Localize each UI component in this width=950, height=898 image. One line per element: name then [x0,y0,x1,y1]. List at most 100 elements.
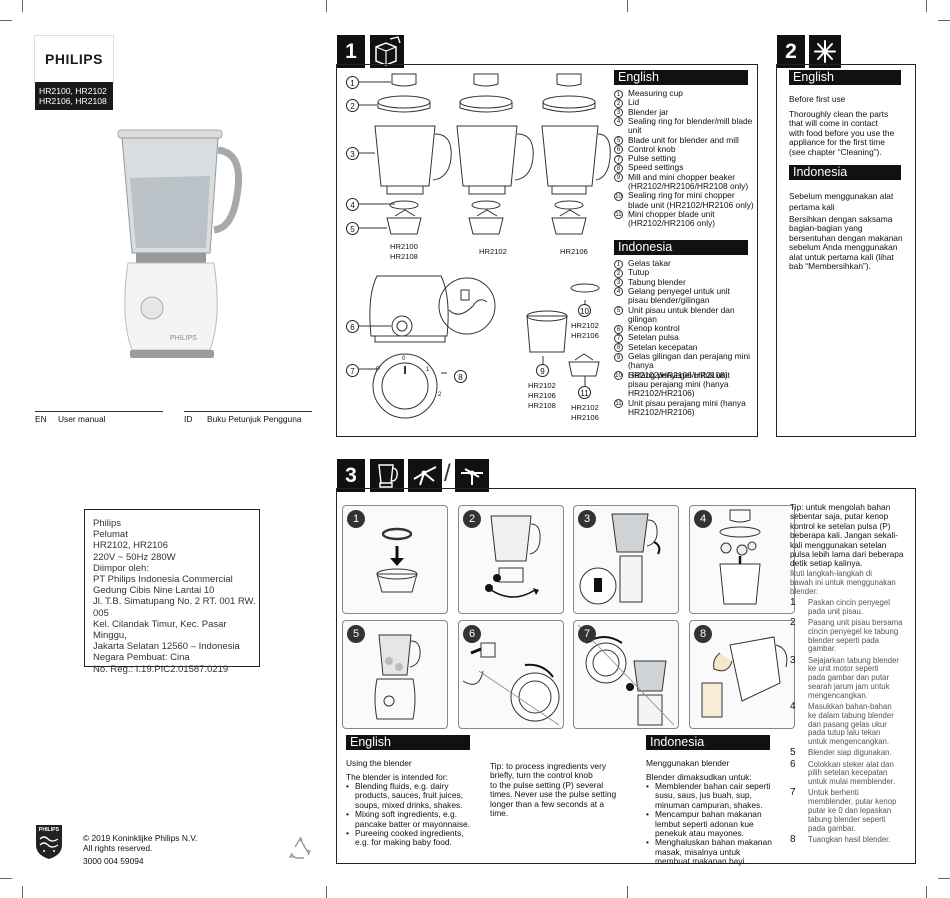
step-text: Colokkan steker alat dan [808,759,894,769]
step-panel-4: 4 [689,505,795,614]
model-line-1: HR2100, HR2102 [39,86,107,96]
list-item-text: Tabung blender [628,276,686,287]
list-item-text: Lid [628,97,640,108]
philips-shield-icon [36,825,62,859]
ready-blender-illustration [374,634,421,720]
step-text: ke unit motor seperti [808,664,879,674]
tip-line: detik setiap kalinya. [790,558,863,569]
step-panel-8: 8 [689,620,795,729]
tip-line: pulsa lebih lama dari beberapa [790,549,904,560]
list-number: 4 [614,117,623,127]
list-item-text: Pulse setting [628,153,676,164]
bullet-text: Menghaluskan bahan makanan [655,837,772,848]
list-item-text: (HR2102/HR2106 only) [628,218,716,229]
list-number: 11 [614,399,623,408]
body-line: sebelum Anda menggunakan [789,242,898,253]
bullet-text: pancake batter or mayonnaise. [355,818,470,829]
bullet-text: membuat makanan bayi. [655,856,747,867]
step-number: 3 [578,510,596,528]
list-number: 7 [614,333,623,343]
crop-mark [0,20,12,21]
bullet-text: minuman campuran, shakes. [655,799,763,810]
step-number: 7 [790,787,796,799]
model-label: HR2102 [479,247,507,256]
body-line: bab “Membersihkan”). [789,261,871,272]
model-label: HR2106 [571,413,599,422]
list-number: 11 [614,210,623,220]
importer-line: Jakarta Selatan 12560 – Indonesia [93,641,240,653]
bullet-text: susu, saus, jus buah, sup, [655,790,752,801]
step-number: 1 [790,597,796,608]
bullet-text: Blending fluids, e.g. dairy [355,781,449,791]
body-line: alat untuk pertama kali (lihat [789,251,894,262]
s3-indonesia-heading: Menggunakan blender [646,758,730,768]
s3-english-header: English [346,735,470,750]
list-item-text: Speed settings [628,162,684,173]
list-number: 4 [614,287,623,297]
tip-line: kali menggunakan setelan [790,539,887,550]
step-number: 5 [347,625,365,643]
list-item-text: Setelan pulsa [628,332,679,343]
step-text: cincin penyegel ke tabung [808,626,899,636]
body-line: appliance for the first time [789,137,885,148]
step-number: 3 [790,654,796,666]
callout-8: 8 [454,370,467,383]
document-code: 3000 004 59094 [83,856,144,866]
body-line: bagian-bagian yang [789,223,863,234]
model-label: HR2102 [528,381,556,390]
body-line: Thoroughly clean the parts [789,109,889,119]
list-number: 6 [614,145,623,155]
tip-line: times. Never use the pulse setting [490,789,617,800]
step-number: 6 [790,758,796,770]
crop-mark [0,878,12,879]
list-item-text: Mill and mini chopper beaker [628,171,736,182]
s2-indonesia-header: Indonesia [789,165,901,180]
model-label: HR2106 [528,391,556,400]
importer-line: PT Philips Indonesia Commercial [93,574,233,586]
step-text: Paskan cincin penyegel [808,598,890,607]
bullet-line: products, sauces, fruit juices, [346,791,470,800]
id-title: Buku Petunjuk Pengguna [207,414,302,424]
bullet-dot: • [646,837,649,848]
step-text: blender seperti pada [808,635,880,645]
step-panel-6: 6 [458,620,564,729]
bullet-text: masak, misalnya untuk [655,846,741,857]
section-1-number: 1 [337,35,365,68]
list-item-text: Unit pisau perajang mini (hanya [628,397,746,408]
en-code: EN [35,414,47,424]
tip-line: beberapa kali. Jangan sekali- [790,530,898,541]
step-text: Tuangkan hasil blender. [808,834,891,844]
section-2-number: 2 [777,35,805,68]
importer-line: Negara Pembuat: Cina [93,652,190,664]
model-label: HR2102 [571,321,599,330]
crop-mark [926,886,927,898]
bullet-dot: • [646,781,649,791]
intro-line: bawah ini untuk menggunakan [790,577,896,587]
step-number: 4 [694,510,712,528]
step-text: untuk mulai memblender. [808,777,896,787]
bullet-text: e.g. for making baby food. [355,837,452,848]
bullet-line: penekuk atau mayones. [646,828,772,838]
step-text: Pasang unit pisau bersama [808,618,903,627]
copyright-line-1: © 2019 Koninklijke Philips N.V. [83,833,198,843]
list-item-text: Mini chopper blade unit [628,208,715,219]
list-item-text: Kenop kontrol [628,323,680,334]
crop-mark [326,886,327,898]
model-label: HR2106 [571,331,599,340]
s3-english-intro: The blender is intended for: [346,772,448,782]
callout-5: 5 [346,222,359,235]
bullet-dot: • [646,809,649,820]
cleaning-icon [809,35,841,68]
knob-zero: 0 [402,356,406,362]
bullet-text: Memblender bahan cair seperti [655,781,771,791]
step-text: pilih setelan kecepatan [808,768,888,778]
body-line: (see chapter “Cleaning”). [789,146,882,157]
step-text: memblender, putar kenop [808,797,897,807]
tip-line: longer than a few seconds at a [490,798,605,809]
copyright-line-2: All rights reserved. [83,843,153,853]
list-number: 8 [614,343,623,353]
crop-mark [22,0,23,12]
